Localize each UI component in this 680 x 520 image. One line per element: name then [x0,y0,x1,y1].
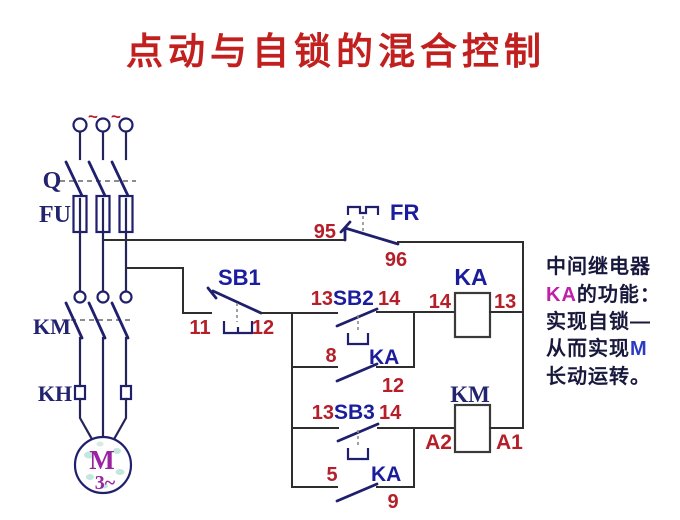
ka-aux2-terminal-5: 5 [326,464,337,486]
q-label: Q [43,168,62,194]
q-blade-l1 [64,160,86,202]
fr-contact: 95 96 FR [314,200,420,271]
km-coil-terminal-a1: A1 [496,431,523,454]
q-blade-l2 [87,160,109,202]
sb3-button: 13 SB3 14 [291,401,402,461]
km-blade-l1 [64,301,84,340]
note-line-3: 实现自锁— [546,309,651,333]
note-line-4: 从而实现M [546,336,648,360]
kh-label: KH [38,381,72,406]
note-line-2-rest: 的功能： [577,282,661,306]
ka-aux1-terminal-8: 8 [325,345,336,367]
sb3-label: SB3 [334,401,375,424]
km-main-label: KM [33,314,71,339]
ka-coil: KA 14 13 [429,264,524,339]
sb1-terminal-11: 11 [189,317,210,339]
note-line-1: 中间继电器 [546,254,651,278]
ka-aux2-contact: 5 KA 9 [291,427,415,513]
sb2-terminal-14: 14 [378,288,401,310]
supply-terminal-l1 [72,117,88,133]
sb2-blade [335,307,379,328]
km-coil-box [453,403,492,454]
wire-motor-l3 [111,336,128,443]
supply-terminal-l2 [95,117,111,133]
side-note: 中间继电器 KA的功能： 实现自锁— 从而实现M 长动运转。 [546,254,661,388]
sb1-button: SB1 11 12 [189,265,274,339]
ka-coil-terminal-14: 14 [429,291,452,313]
ac-tilde-icon: ~ [88,107,98,126]
km-coil-terminal-a2: A2 [425,431,452,454]
kh-heater-l3 [119,384,133,401]
sb3-terminal-14: 14 [379,402,402,424]
ac-tilde-icon: ~ [111,107,121,126]
motor-speckles [84,441,125,489]
sb1-terminal-12: 12 [252,317,274,339]
fr-blade [343,226,400,246]
sb1-cross-tick [206,286,218,300]
sb2-cap-icon [346,333,370,346]
control-circuit: 95 96 FR SB1 11 12 13 SB2 1 [102,200,524,513]
fr-terminal-96: 96 [385,249,407,271]
q-blade-l3 [110,160,132,202]
sb1-blade [211,289,263,315]
page-title: 点动与自锁的混合控制 [126,29,546,73]
sb2-terminal-13: 13 [311,288,333,310]
fr-thermal-icon [346,205,380,215]
note-line-4-pre: 从而实现 [546,336,630,360]
motor-phase-label: 3~ [95,472,116,494]
ka-aux2-blade [335,482,379,503]
km-coil: KM A2 A1 [425,382,524,454]
km-blade-l2 [87,301,107,340]
fr-label: FR [390,200,419,225]
sb3-terminal-13: 13 [312,402,334,424]
ka-aux2-terminal-9: 9 [387,491,398,513]
note-m-highlight: M [630,338,648,360]
fu-label: FU [39,202,71,228]
wire-l3-to-sb1 [125,267,212,314]
km-coil-label: KM [450,382,490,407]
km-blade-l3 [110,301,130,340]
ka-coil-label: KA [454,264,487,290]
ka-coil-terminal-13: 13 [494,291,516,313]
km-contact-pivot-l2 [96,290,110,304]
ka-aux1-terminal-12: 12 [382,375,404,397]
km-contact-pivot-l1 [73,290,87,304]
sb2-button: 13 SB2 14 [311,287,401,346]
note-ka-highlight: KA [546,284,577,306]
supply-terminal-l3 [118,117,134,133]
kh-heater-l1 [73,384,87,401]
sb1-label: SB1 [218,265,261,290]
ka-coil-box [453,291,492,339]
note-line-2: KA的功能： [546,282,661,306]
note-line-5: 长动运转。 [546,364,651,388]
wire-motor-l1 [78,336,95,443]
sb2-label: SB2 [333,287,374,310]
ka-aux1-blade [335,362,379,383]
sb3-cap-icon [346,448,370,461]
power-circuit: ~ ~ Q FU KM KH [33,107,136,495]
fr-terminal-95: 95 [314,221,336,243]
km-contact-pivot-l3 [119,290,133,304]
ka-aux2-label: KA [371,463,401,486]
ka-aux1-label: KA [369,346,399,369]
ka-aux1-contact: 8 KA 12 [291,311,415,397]
motor-m-label: M [89,445,114,475]
